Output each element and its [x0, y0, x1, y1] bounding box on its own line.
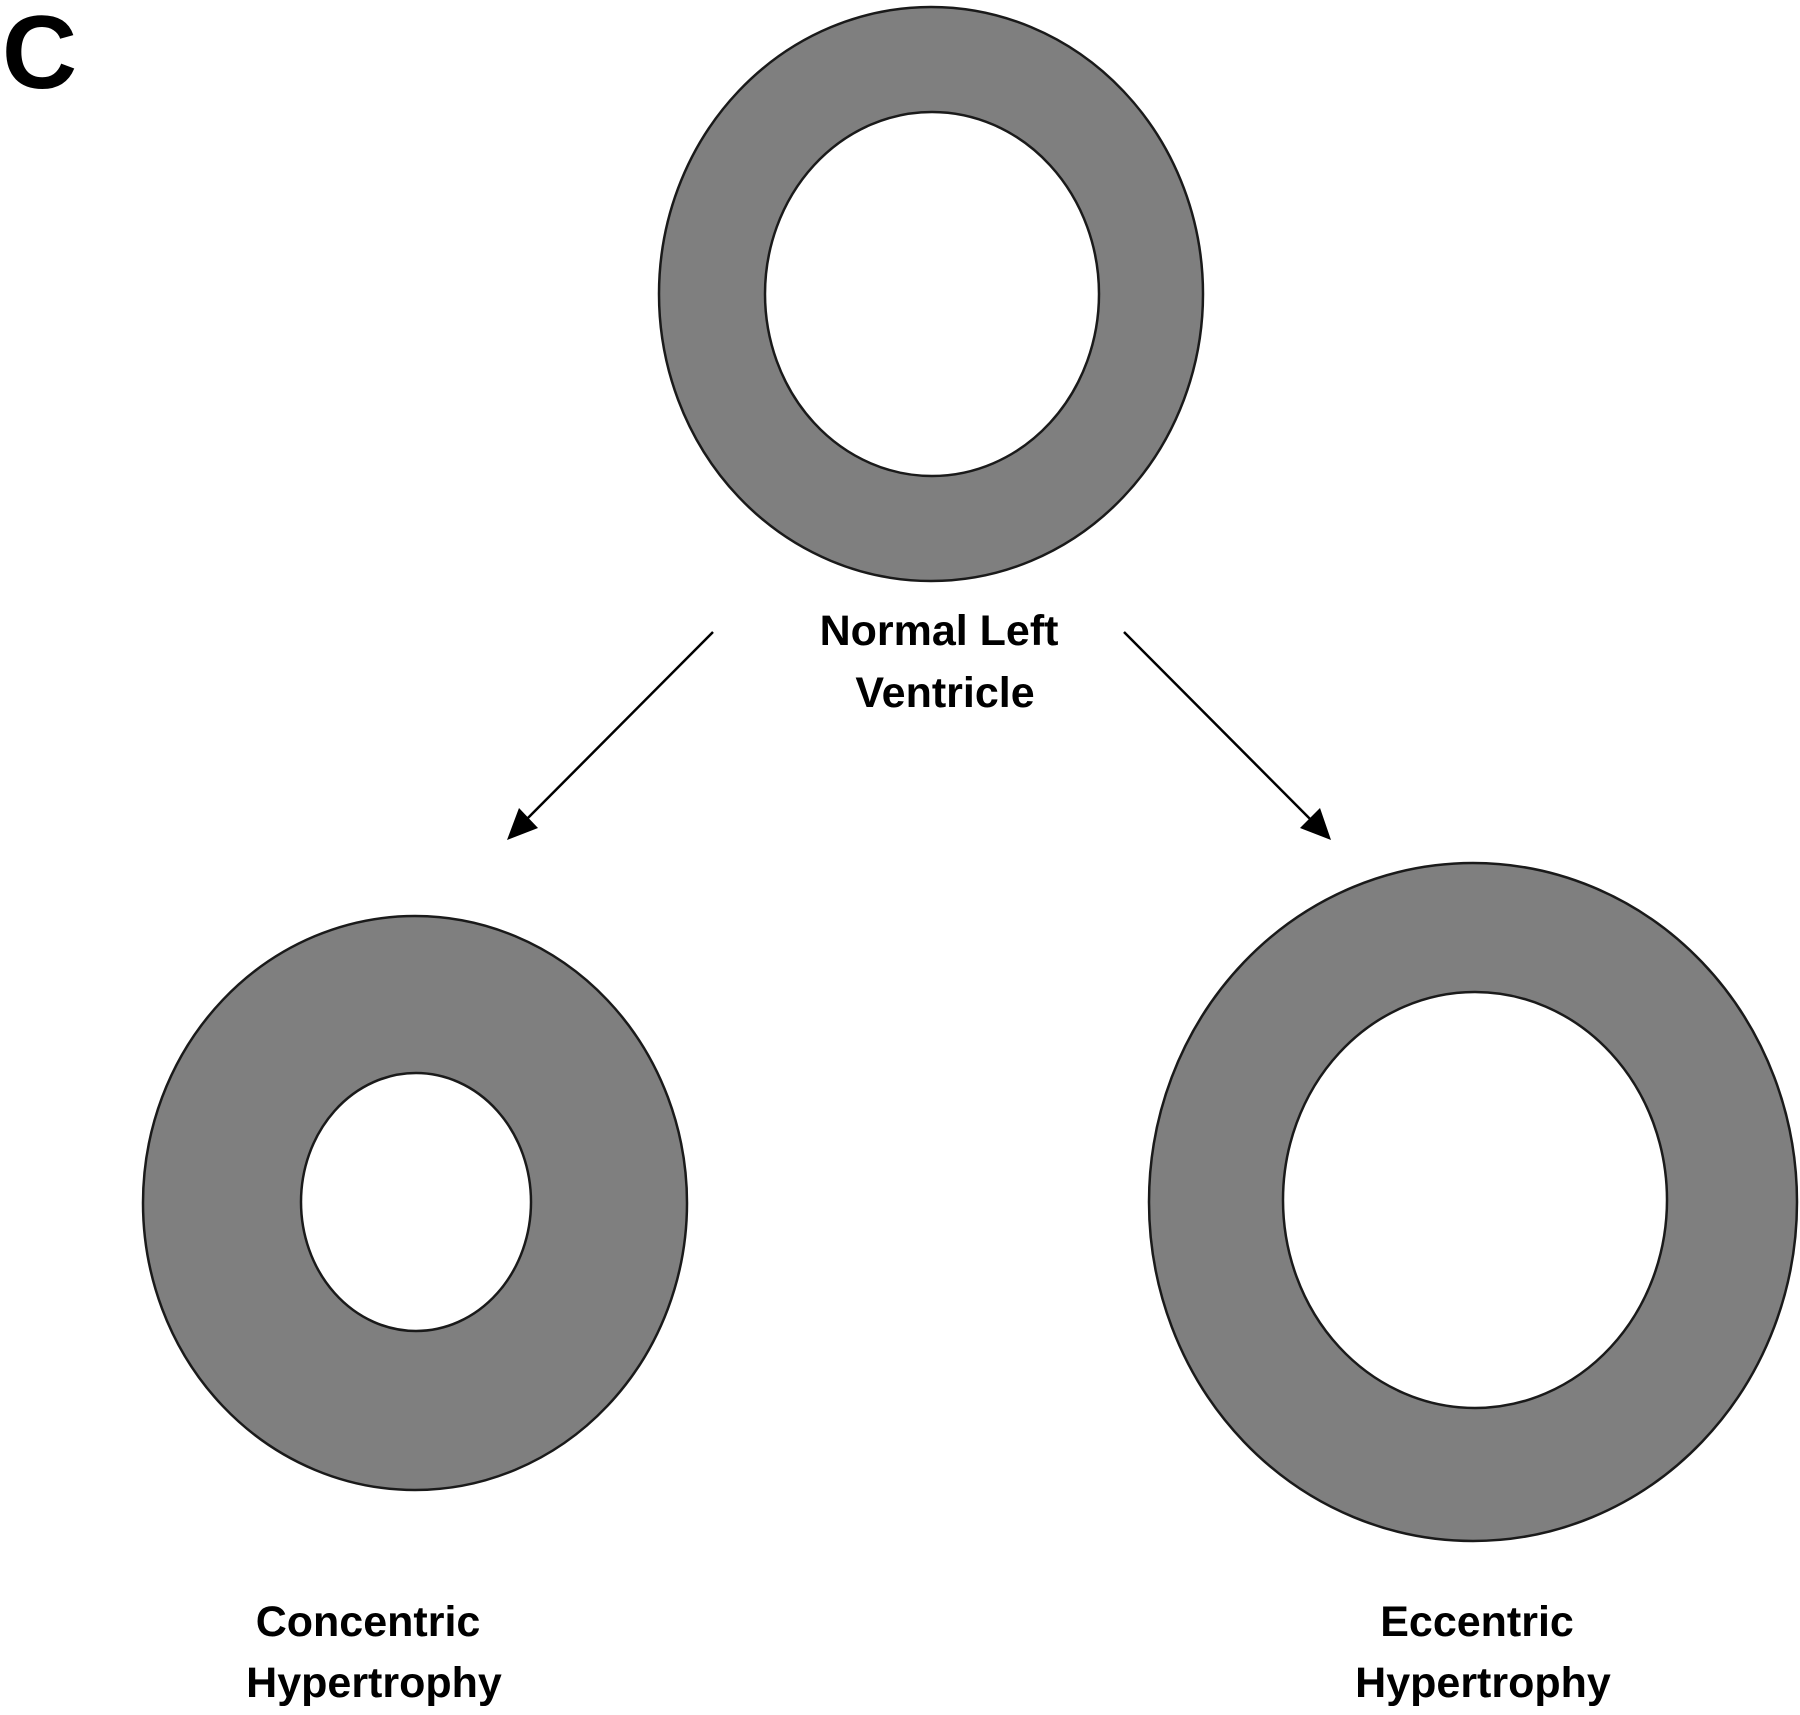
concentric-label-line-1: Concentric: [256, 1598, 481, 1646]
eccentric-ring-cavity: [1281, 990, 1669, 1410]
normal-label: Normal Left Ventricle: [820, 607, 1071, 717]
arrow-to-concentric: [512, 631, 714, 834]
normal-ventricle-ring: [657, 5, 1205, 583]
concentric-ring-cavity: [299, 1071, 533, 1333]
eccentric-label: Eccentric Hypertrophy: [1355, 1598, 1611, 1707]
concentric-label-line-2: Hypertrophy: [246, 1659, 502, 1707]
normal-label-line-1: Normal Left: [820, 607, 1059, 655]
panel-letter: C: [2, 0, 77, 111]
arrow-to-eccentric: [1123, 631, 1325, 834]
concentric-label: Concentric Hypertrophy: [246, 1598, 502, 1707]
normal-ring-cavity: [763, 110, 1101, 478]
arrowhead-concentric-icon: [507, 808, 538, 840]
normal-label-line-2: Ventricle: [855, 669, 1034, 717]
arrowhead-eccentric-icon: [1300, 808, 1331, 840]
eccentric-hypertrophy-ring: [1147, 861, 1799, 1543]
eccentric-label-line-2: Hypertrophy: [1355, 1659, 1611, 1707]
concentric-hypertrophy-ring: [141, 914, 689, 1492]
eccentric-label-line-1: Eccentric: [1380, 1598, 1574, 1646]
